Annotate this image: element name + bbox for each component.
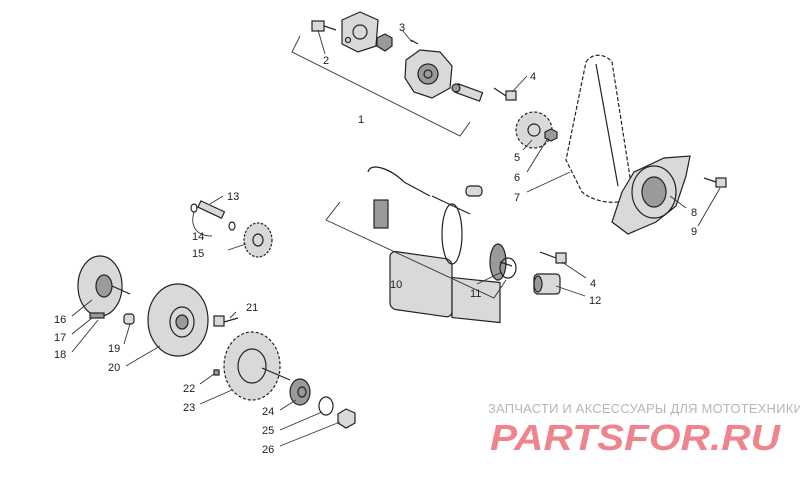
sprocket-part	[515, 111, 553, 149]
starter-motor-part	[367, 166, 513, 324]
roller-part	[123, 313, 135, 325]
watermark-logo: PARTSFOR.RU	[490, 418, 781, 456]
washer-part	[318, 396, 334, 416]
watermark-caption: ЗАПЧАСТИ И АКСЕССУАРЫ ДЛЯ МОТОТЕХНИКИ	[488, 401, 800, 416]
bolt-part	[539, 251, 567, 264]
callout-18: 18	[54, 349, 66, 361]
callout-13: 13	[227, 191, 239, 203]
pump-shaft-part	[451, 83, 484, 102]
starter-gear-part	[223, 331, 291, 401]
callout-23: 23	[183, 402, 195, 414]
callout-12: 12	[589, 295, 601, 307]
cam-chain-part	[565, 54, 633, 203]
callout-7: 7	[514, 192, 520, 204]
pump-rotor-part	[376, 33, 393, 52]
leader-lines	[71, 29, 721, 447]
callout-4: 4	[530, 71, 536, 83]
callout-1: 1	[358, 114, 364, 126]
callout-24: 24	[262, 406, 274, 418]
nut-part	[337, 408, 356, 429]
callout-25: 25	[262, 425, 274, 437]
cover-plate-part	[611, 155, 691, 235]
callout-20: 20	[108, 362, 120, 374]
callout-10: 10	[390, 279, 402, 291]
bolt-part	[311, 20, 337, 32]
callout-22: 22	[183, 383, 195, 395]
key-part	[213, 369, 220, 376]
coupling-part	[533, 273, 561, 295]
callout-5: 5	[514, 152, 520, 164]
watermark-logo-text: PARTSFOR.RU	[490, 418, 781, 456]
bolt-part	[703, 177, 727, 188]
o-ring-part	[499, 257, 517, 279]
spring-part	[89, 312, 105, 319]
callout-3: 3	[399, 22, 405, 34]
callout-6: 6	[514, 172, 520, 184]
callout-16: 16	[54, 314, 66, 326]
bearing-part	[289, 378, 311, 406]
callout-26: 26	[262, 444, 274, 456]
callout-9: 9	[691, 226, 697, 238]
pump-cover-part	[341, 11, 379, 53]
callout-21: 21	[246, 302, 258, 314]
bolt-part	[213, 315, 239, 327]
callout-2: 2	[323, 55, 329, 67]
pin-part	[410, 39, 419, 45]
bolt-part	[493, 87, 517, 101]
callout-19: 19	[108, 343, 120, 355]
callout-8: 8	[691, 207, 697, 219]
starter-clutch-part	[147, 283, 209, 357]
idler-shaft-part	[190, 200, 236, 231]
callout-14: 14	[192, 231, 204, 243]
callout-4b: 4	[590, 278, 596, 290]
flywheel-plate-part	[77, 255, 131, 317]
callout-17: 17	[54, 332, 66, 344]
idler-gear-part	[243, 222, 273, 258]
callout-labels: 1 2 3 4 5 6 7 8 9 10 11 4 12 13 14 15 16…	[54, 22, 697, 456]
callout-15: 15	[192, 248, 204, 260]
callout-11: 11	[470, 288, 481, 300]
oil-pump-assembly	[291, 11, 558, 149]
